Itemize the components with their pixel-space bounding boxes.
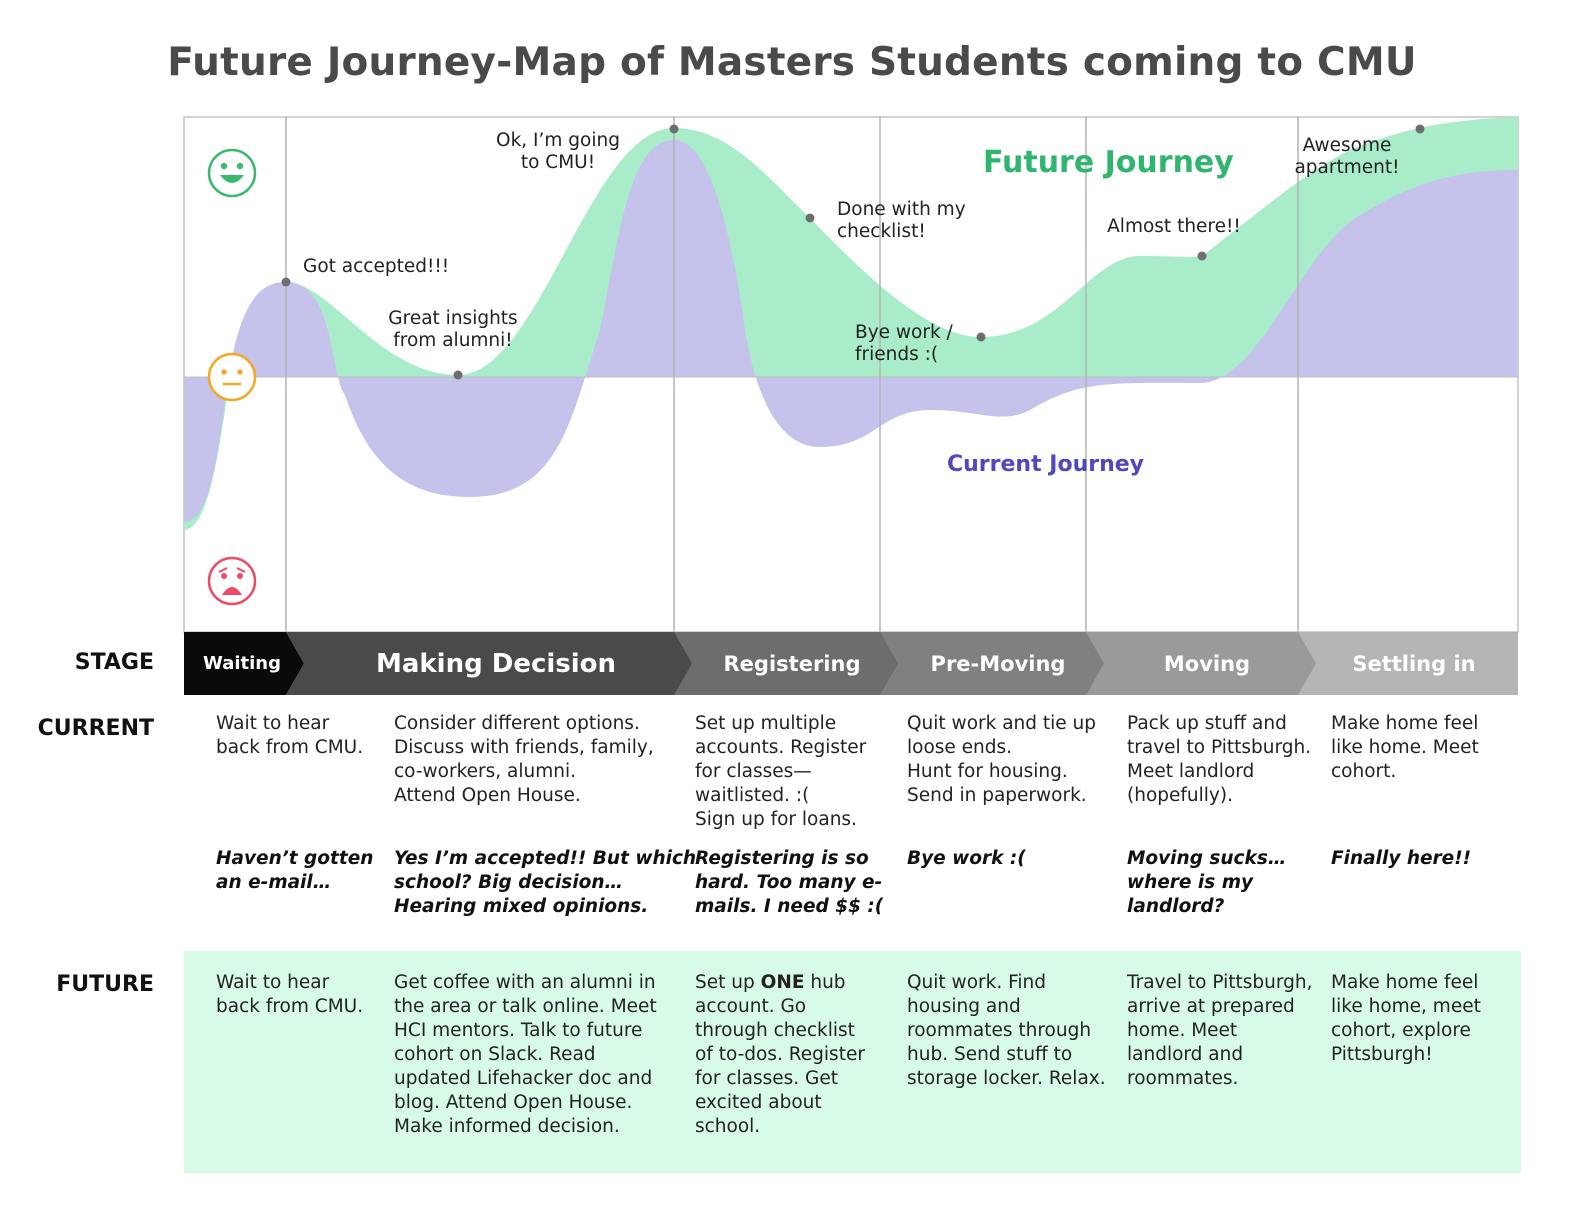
current-feeling: Bye work :(	[907, 848, 1026, 869]
stage-making-decision: Making Decision	[286, 632, 692, 695]
annotation-label: Got accepted!!!	[303, 256, 449, 277]
annotation-label: Bye work /friends :(	[855, 322, 954, 365]
row-label-future: FUTURE	[56, 972, 154, 997]
current-journey-area	[184, 140, 1518, 522]
current-feeling: Yes I’m accepted!! But which school? Big…	[394, 848, 697, 917]
future-cell: Set up ONE hub account. Go through check…	[695, 972, 865, 1137]
sad-face-icon	[207, 556, 257, 606]
current-feeling: Haven’t gotten an e-mail…	[216, 848, 374, 893]
happy-face-icon	[207, 148, 257, 198]
annotation-point	[281, 277, 291, 287]
stage-waiting: Waiting	[184, 632, 304, 695]
annotation-point	[976, 332, 986, 342]
annotation-point	[1415, 124, 1425, 134]
stage-moving: Moving	[1084, 632, 1316, 695]
stage-settling-in: Settling in	[1296, 632, 1518, 695]
current-journey-label: Current Journey	[947, 452, 1144, 477]
future-cell: Get coffee with an alumni in the area or…	[394, 972, 657, 1137]
page-title: Future Journey-Map of Masters Students c…	[167, 40, 1417, 85]
current-cell: Set up multiple accounts. Register for c…	[695, 713, 867, 830]
future-journey-area	[184, 117, 1518, 530]
current-feeling: Moving sucks… where is my landlord?	[1127, 848, 1287, 917]
future-cell: Make home feel like home, meet cohort, e…	[1331, 972, 1481, 1065]
future-cell: Quit work. Find housing and roommates th…	[907, 972, 1106, 1089]
annotation-point	[453, 370, 463, 380]
current-feeling: Registering is so hard. Too many e- mail…	[695, 848, 884, 917]
current-cell: Consider different options. Discuss with…	[394, 713, 654, 806]
annotation-point	[805, 213, 815, 223]
future-journey-label: Future Journey	[983, 145, 1234, 180]
current-cell: Wait to hear back from CMU.	[216, 713, 364, 758]
annotation-label: Almost there!!	[1107, 216, 1241, 237]
row-label-stage: STAGE	[74, 650, 154, 675]
stage-pre-moving: Pre-Moving	[878, 632, 1104, 695]
neutral-face-icon	[207, 352, 257, 402]
future-band	[184, 951, 1521, 1173]
annotation-point	[1197, 251, 1207, 261]
future-cell: Travel to Pittsburgh, arrive at prepared…	[1127, 972, 1313, 1089]
future-cell: Wait to hear back from CMU.	[216, 972, 364, 1017]
current-cell: Make home feel like home. Meet cohort.	[1331, 713, 1479, 782]
stage-dividers	[285, 117, 1299, 632]
row-label-current: CURRENT	[37, 716, 154, 741]
stage-registering: Registering	[672, 632, 898, 695]
annotation-point	[669, 124, 679, 134]
current-feeling: Finally here!!	[1331, 848, 1472, 869]
current-cell: Quit work and tie up loose ends. Hunt fo…	[907, 713, 1097, 806]
current-cell: Pack up stuff and travel to Pittsburgh. …	[1127, 713, 1312, 806]
future-cell-emphasis: ONE	[760, 972, 805, 993]
